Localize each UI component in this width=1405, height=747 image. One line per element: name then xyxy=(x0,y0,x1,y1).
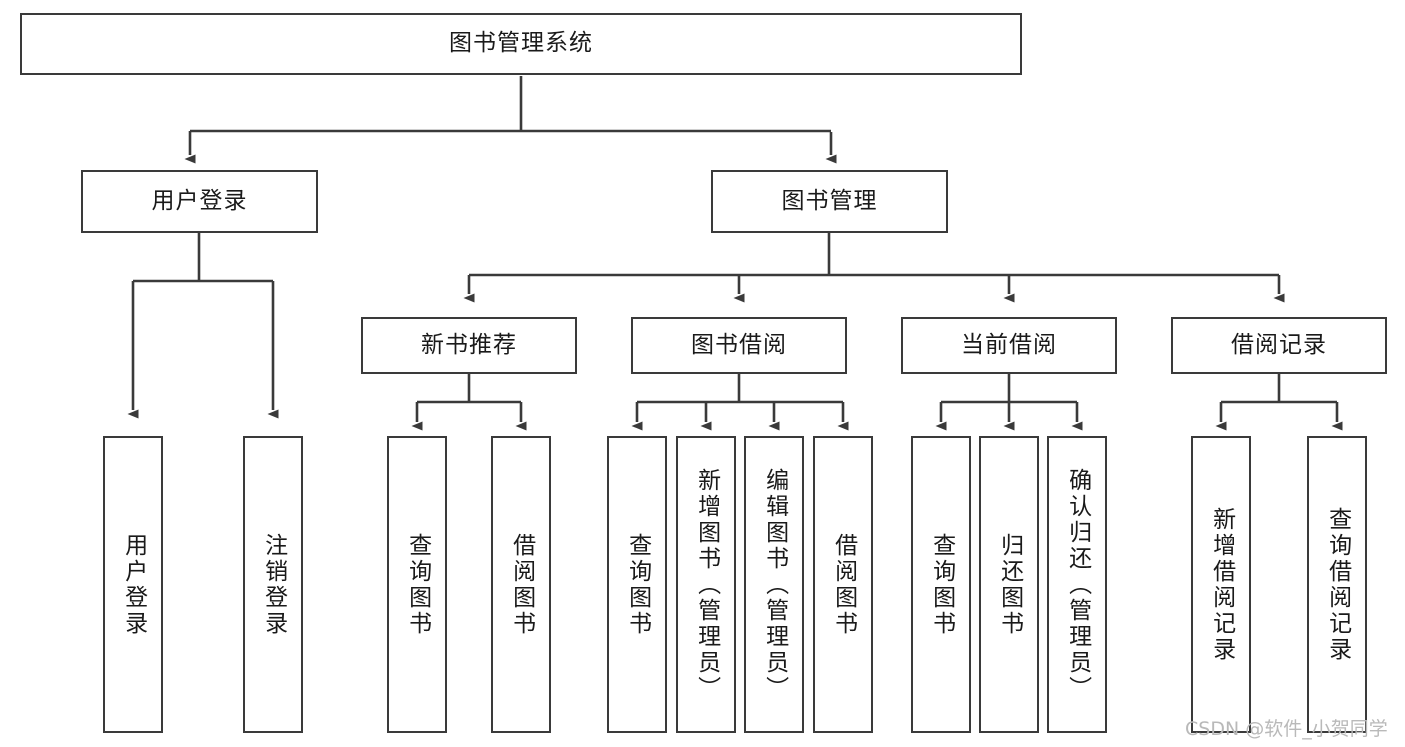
leaf-current-borrow-query[interactable]: 查询图书 xyxy=(911,436,971,733)
leaf-book-borrow-add[interactable]: 新增图书（管理员） xyxy=(676,436,736,733)
node-user-login-label: 用户登录 xyxy=(151,187,248,214)
node-borrow-record[interactable]: 借阅记录 xyxy=(1171,317,1387,374)
leaf-new-book-query[interactable]: 查询图书 xyxy=(387,436,447,733)
leaf-borrow-record-query[interactable]: 查询借阅记录 xyxy=(1307,436,1367,733)
node-book-borrow[interactable]: 图书借阅 xyxy=(631,317,847,374)
node-root[interactable]: 图书管理系统 xyxy=(20,13,1022,75)
node-book-management[interactable]: 图书管理 xyxy=(711,170,948,233)
csdn-watermark: CSDN @软件_小贺同学 xyxy=(1185,718,1388,740)
leaf-current-borrow-confirm-return-label: 确认归还（管理员） xyxy=(1064,467,1091,702)
node-user-login[interactable]: 用户登录 xyxy=(81,170,318,233)
leaf-borrow-record-add-label: 新增借阅记录 xyxy=(1208,506,1235,663)
node-borrow-record-label: 借阅记录 xyxy=(1231,331,1327,358)
node-current-borrow-label: 当前借阅 xyxy=(961,331,1057,358)
leaf-book-borrow-query-label: 查询图书 xyxy=(624,532,651,637)
leaf-book-borrow-edit-label: 编辑图书（管理员） xyxy=(761,467,788,702)
leaf-new-book-borrow[interactable]: 借阅图书 xyxy=(491,436,551,733)
leaf-user-login-logout[interactable]: 注销登录 xyxy=(243,436,303,733)
leaf-current-borrow-return-label: 归还图书 xyxy=(996,532,1023,637)
leaf-user-login-logout-label: 注销登录 xyxy=(260,532,287,637)
node-book-management-label: 图书管理 xyxy=(781,187,878,214)
leaf-user-login-login-label: 用户登录 xyxy=(120,532,147,637)
leaf-book-borrow-query[interactable]: 查询图书 xyxy=(607,436,667,733)
leaf-borrow-record-query-label: 查询借阅记录 xyxy=(1324,506,1351,663)
leaf-user-login-login[interactable]: 用户登录 xyxy=(103,436,163,733)
leaf-new-book-borrow-label: 借阅图书 xyxy=(508,532,535,637)
leaf-book-borrow-borrow[interactable]: 借阅图书 xyxy=(813,436,873,733)
leaf-new-book-query-label: 查询图书 xyxy=(404,532,431,637)
leaf-book-borrow-add-label: 新增图书（管理员） xyxy=(693,467,720,702)
node-current-borrow[interactable]: 当前借阅 xyxy=(901,317,1117,374)
node-new-book-recommend-label: 新书推荐 xyxy=(421,331,517,358)
node-root-label: 图书管理系统 xyxy=(449,30,593,57)
leaf-book-borrow-borrow-label: 借阅图书 xyxy=(830,532,857,637)
leaf-current-borrow-query-label: 查询图书 xyxy=(928,532,955,637)
node-new-book-recommend[interactable]: 新书推荐 xyxy=(361,317,577,374)
leaf-book-borrow-edit[interactable]: 编辑图书（管理员） xyxy=(744,436,804,733)
leaf-current-borrow-return[interactable]: 归还图书 xyxy=(979,436,1039,733)
node-book-borrow-label: 图书借阅 xyxy=(691,331,787,358)
leaf-current-borrow-confirm-return[interactable]: 确认归还（管理员） xyxy=(1047,436,1107,733)
leaf-borrow-record-add[interactable]: 新增借阅记录 xyxy=(1191,436,1251,733)
